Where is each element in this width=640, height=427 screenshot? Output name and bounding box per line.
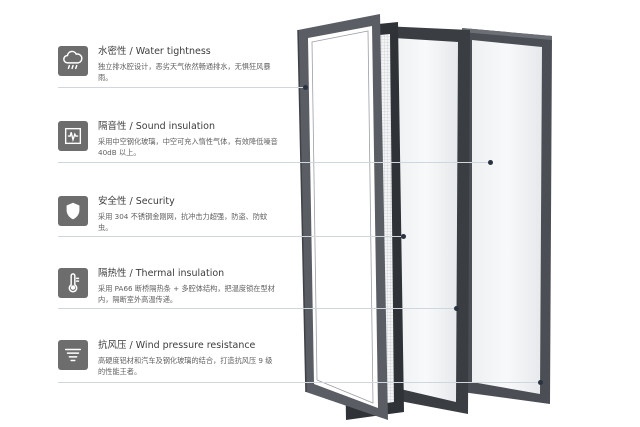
connector-line-sound bbox=[58, 162, 490, 163]
thermometer-icon bbox=[58, 268, 88, 298]
connector-dot-thermal bbox=[454, 306, 459, 311]
connector-line-thermal bbox=[58, 308, 456, 309]
feature-description: 采用中空钢化玻璃，中空可充入惰性气体，有效降低噪音 40dB 以上。 bbox=[98, 137, 278, 157]
shield-icon bbox=[58, 196, 88, 226]
connector-line-water bbox=[58, 87, 305, 88]
tornado-icon bbox=[58, 340, 88, 370]
third-frame bbox=[382, 26, 470, 414]
feature-description: 采用 304 不锈钢金刚网，抗冲击力超强，防盗、防蚊虫。 bbox=[98, 212, 268, 232]
feature-title: 水密性 / Water tightness bbox=[98, 46, 211, 57]
feature-title: 隔热性 / Thermal insulation bbox=[98, 268, 225, 279]
feature-description: 高硬度铝材和汽车及钢化玻璃的结合，打造抗风压 9 级的性能王者。 bbox=[98, 356, 273, 376]
back-frame bbox=[462, 28, 552, 404]
cloud-rain-icon bbox=[58, 46, 88, 76]
feature-description: 采用 PA66 断桥隔热条 + 多腔体结构，把温度锁在型材内，隔断室外高温传递。 bbox=[98, 284, 275, 304]
connector-line-security bbox=[58, 236, 403, 237]
feature-title: 安全性 / Security bbox=[98, 196, 175, 207]
connector-dot-sound bbox=[488, 160, 493, 165]
connector-dot-wind bbox=[538, 380, 543, 385]
feature-title: 抗风压 / Wind pressure resistance bbox=[98, 340, 256, 351]
connector-dot-security bbox=[401, 234, 406, 239]
feature-description: 独立排水腔设计，恶劣天气依然畅通排水，无惧狂风暴雨。 bbox=[98, 62, 271, 82]
front-frame bbox=[297, 14, 388, 420]
feature-title: 隔音性 / Sound insulation bbox=[98, 121, 215, 132]
connector-line-wind bbox=[58, 382, 540, 383]
connector-dot-water bbox=[303, 85, 308, 90]
sound-wave-icon bbox=[58, 121, 88, 151]
